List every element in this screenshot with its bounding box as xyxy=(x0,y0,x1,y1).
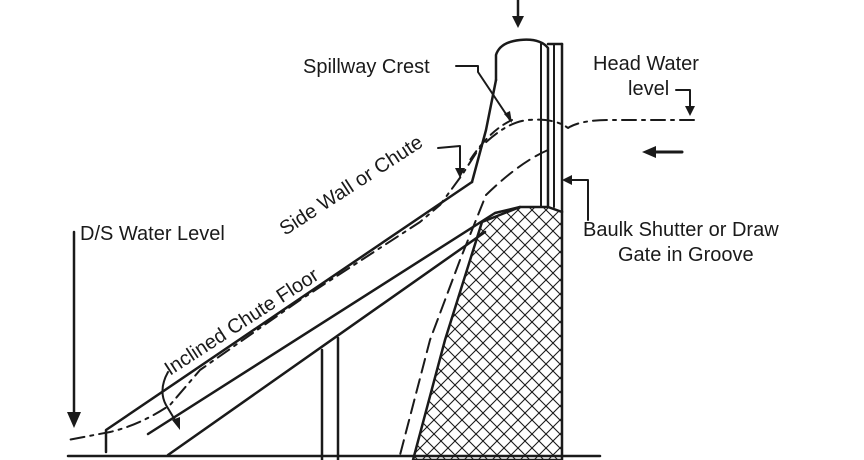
chute-floor-pointer-head xyxy=(172,417,180,430)
crest-dash xyxy=(469,119,513,161)
chute-floor-upper xyxy=(146,205,522,436)
headwater-pointer xyxy=(675,89,691,113)
flow-arrow-head xyxy=(642,146,656,158)
chute-floor-lower xyxy=(166,230,487,457)
crest-pointer-head xyxy=(504,111,512,123)
nappe-line xyxy=(399,149,549,456)
water-surface-line xyxy=(67,118,695,441)
side-wall-pointer-head xyxy=(455,168,465,178)
baulk-pointer-head xyxy=(562,175,572,185)
side-wall-top-edge xyxy=(104,180,474,454)
crest-pointer xyxy=(455,65,511,121)
top-arrow-head xyxy=(512,16,524,28)
pier-left-face xyxy=(470,78,498,184)
ds-water-level-label: D/S Water Level xyxy=(80,223,225,245)
baulk-shutter-label-line2: Gate in Groove xyxy=(618,244,754,266)
headwater-pointer-head xyxy=(685,106,695,116)
pier-crest-block xyxy=(494,38,550,209)
head-water-label-line2: level xyxy=(628,78,669,100)
ds-pointer-head xyxy=(67,412,81,428)
baulk-shutter-label-line1: Baulk Shutter or Draw xyxy=(583,219,779,241)
head-water-label-line1: Head Water xyxy=(593,53,699,75)
dam-body-hatched xyxy=(411,205,564,460)
chute-floor-pointer xyxy=(161,371,179,426)
baulk-pointer xyxy=(565,179,589,221)
side-wall-pointer xyxy=(437,145,461,177)
spillway-crest-label: Spillway Crest xyxy=(303,56,430,78)
side-wall-label: Side Wall or Chute xyxy=(276,131,427,240)
